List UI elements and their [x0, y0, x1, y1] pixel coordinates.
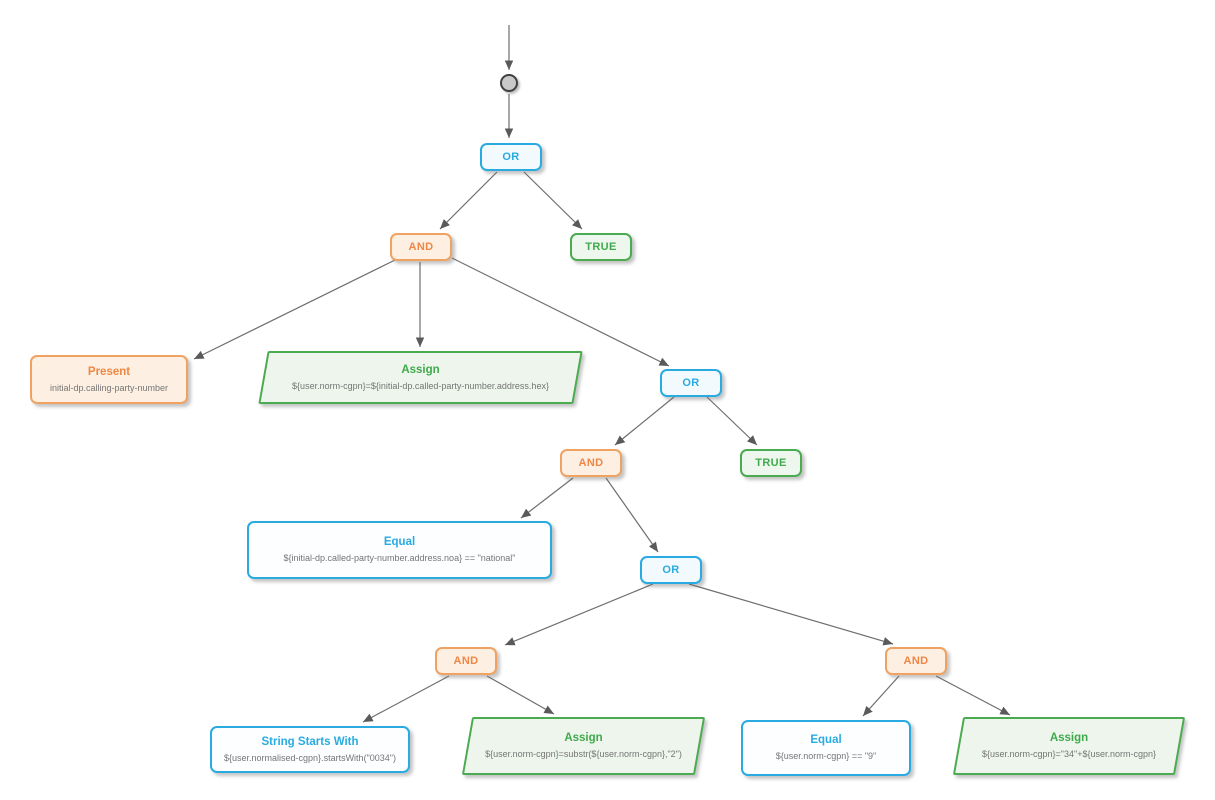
and-node-1[interactable]: AND	[390, 233, 452, 261]
parallelogram-shape	[461, 717, 706, 775]
true-node-2[interactable]: TRUE	[740, 449, 802, 477]
node-expression: ${user.norm-cgpn}="34"+${user.norm-cgpn}	[981, 749, 1156, 759]
edge-and2-to-equal1	[520, 477, 574, 519]
edge-or1-to-and1	[439, 171, 498, 230]
edge-or1-to-true1	[523, 171, 583, 230]
node-expression: ${user.norm-cgpn}=substr(${user.norm-cgp…	[485, 749, 682, 759]
node-title: Assign	[564, 732, 603, 744]
node-title: Assign	[401, 363, 440, 376]
node-expression: ${initial-dp.called-party-number.address…	[283, 553, 516, 563]
node-expression: initial-dp.calling-party-number	[49, 382, 169, 393]
or-node-2[interactable]: OR	[660, 369, 722, 397]
edge-and1-to-or2	[451, 257, 670, 367]
edge-or2-to-and2	[614, 396, 675, 446]
or-node-1[interactable]: OR	[480, 143, 542, 171]
node-expression: ${user.norm-cgpn}=${initial-dp.called-pa…	[292, 380, 549, 391]
or-node-3[interactable]: OR	[640, 556, 702, 584]
node-expression: ${user.normalised-cgpn}.startsWith("0034…	[224, 752, 396, 763]
true-node-1[interactable]: TRUE	[570, 233, 632, 261]
and-node-4[interactable]: AND	[885, 647, 947, 675]
and-node-3[interactable]: AND	[435, 647, 497, 675]
node-title: Present	[87, 365, 131, 378]
assign-action-node-2[interactable]: Assign ${user.norm-cgpn}=substr(${user.n…	[461, 717, 706, 775]
node-title: Equal	[383, 536, 416, 548]
edge-or3-to-and3	[504, 583, 654, 646]
start-node[interactable]	[500, 74, 518, 92]
edge-or2-to-true2	[706, 396, 758, 446]
parallelogram-shape	[952, 717, 1186, 775]
equal-condition-node-2[interactable]: Equal ${user.norm-cgpn} == "9"	[741, 720, 911, 776]
string-starts-with-condition-node[interactable]: String Starts With ${user.normalised-cgp…	[210, 726, 410, 773]
node-title: String Starts With	[261, 735, 359, 748]
node-expression: ${user.norm-cgpn} == "9"	[775, 751, 877, 761]
node-title: Assign	[1049, 732, 1089, 744]
edge-and2-to-or3	[605, 477, 659, 553]
edge-or3-to-and4	[688, 583, 894, 646]
edge-and3-to-assign2	[486, 675, 555, 715]
node-title: Equal	[810, 734, 842, 746]
and-node-2[interactable]: AND	[560, 449, 622, 477]
edge-and1-to-present1	[193, 259, 396, 360]
equal-condition-node-1[interactable]: Equal ${initial-dp.called-party-number.a…	[247, 521, 552, 579]
parallelogram-shape	[258, 351, 583, 404]
assign-action-node-1[interactable]: Assign ${user.norm-cgpn}=${initial-dp.ca…	[258, 351, 583, 404]
present-condition-node[interactable]: Present initial-dp.calling-party-number	[30, 355, 188, 404]
edge-and3-to-startswith1	[362, 675, 450, 723]
assign-action-node-3[interactable]: Assign ${user.norm-cgpn}="34"+${user.nor…	[952, 717, 1186, 775]
edge-and4-to-assign3	[935, 675, 1011, 716]
edge-and4-to-equal2	[862, 675, 900, 717]
